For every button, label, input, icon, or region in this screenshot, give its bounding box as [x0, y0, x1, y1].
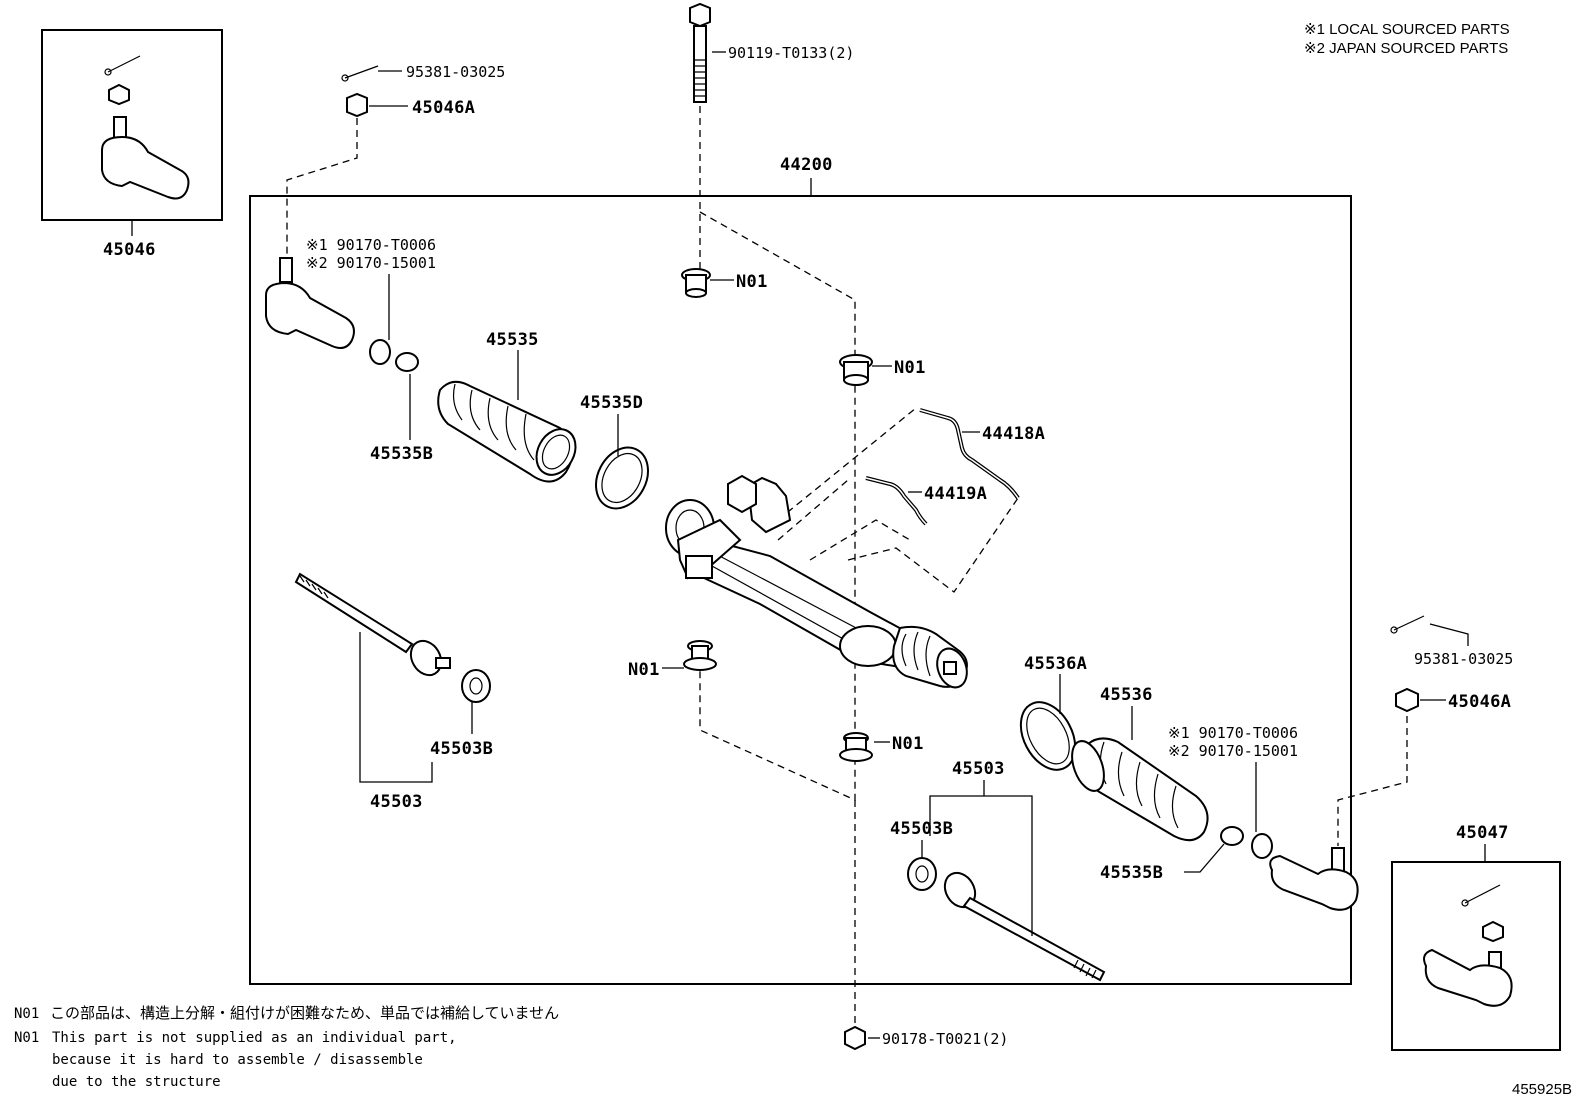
- nut-left-icon: [346, 92, 368, 118]
- footnote-jp: この部品は、構造上分解・組付けが困難なため、単品では補給していません: [50, 1005, 559, 1022]
- label-90119-T0133: 90119-T0133(2): [728, 44, 854, 62]
- label-44419A: 44419A: [924, 484, 987, 504]
- footnote-en-line1: This part is not supplied as an individu…: [52, 1030, 457, 1046]
- n01-lower-left-icon: [683, 640, 717, 671]
- label-bolt-left-local: ※1 90170-T0006: [306, 236, 436, 254]
- footnote-en-line3: due to the structure: [52, 1074, 221, 1090]
- tie-rod-end-left-kit: [41, 29, 223, 221]
- label-45535B-left: 45535B: [370, 444, 433, 464]
- bolt-bottom-icon: [844, 1025, 866, 1051]
- castle-nut-icon: [1482, 920, 1504, 943]
- footnote-en-line2: because it is hard to assemble / disasse…: [52, 1052, 423, 1068]
- cotter-pin-icon: [107, 55, 141, 73]
- cotter-pin-left-icon: [344, 65, 379, 79]
- label-45535B-right: 45535B: [1100, 863, 1163, 883]
- label-45535D: 45535D: [580, 393, 643, 413]
- label-45046A-left: 45046A: [412, 98, 475, 118]
- bolt-top: [689, 2, 711, 103]
- tie-rod-end-right-kit: [1391, 861, 1561, 1051]
- tie-rod-end-icon: [101, 135, 190, 200]
- label-45536: 45536: [1100, 685, 1153, 705]
- label-bolt-right-japan: ※2 90170-15001: [1168, 742, 1298, 760]
- cotter-pin-right-icon: [1393, 615, 1425, 631]
- label-90178-T0021: 90178-T0021(2): [882, 1030, 1008, 1048]
- tube-44419A-icon: [865, 476, 928, 526]
- cotter-pin-icon: [1464, 884, 1501, 904]
- label-bolt-left-japan: ※2 90170-15001: [306, 254, 436, 272]
- label-n01-upper-right: N01: [894, 358, 926, 378]
- bushing-right-icon: [1251, 833, 1273, 859]
- clip-left-icon: [395, 352, 419, 372]
- label-45046: 45046: [103, 240, 156, 260]
- label-44418A: 44418A: [982, 424, 1045, 444]
- label-bolt-right-local: ※1 90170-T0006: [1168, 724, 1298, 742]
- clamp-right-icon: [1019, 701, 1077, 771]
- note-local-sourced: ※1 LOCAL SOURCED PARTS: [1304, 21, 1510, 38]
- label-45536A: 45536A: [1024, 654, 1087, 674]
- clamp-left-icon: [595, 446, 649, 510]
- washer-right-icon: [907, 857, 937, 891]
- rack-end-right: [943, 871, 1106, 982]
- nut-right-icon: [1395, 687, 1419, 713]
- label-n01-upper-left: N01: [736, 272, 768, 292]
- label-45046A-right: 45046A: [1448, 692, 1511, 712]
- label-n01-lower-left: N01: [628, 660, 660, 680]
- rack-end-left: [294, 572, 451, 677]
- steering-rack-housing: [665, 474, 968, 689]
- diagram-id: 455925B: [1512, 1081, 1572, 1098]
- boot-right: [1071, 737, 1209, 842]
- tie-rod-end-icon: [1423, 948, 1513, 1007]
- bushing-left-icon: [369, 339, 391, 365]
- castle-nut-icon: [108, 83, 130, 106]
- label-45047: 45047: [1456, 823, 1509, 843]
- label-45503B-right: 45503B: [890, 819, 953, 839]
- clip-right-icon: [1220, 826, 1244, 846]
- assembly-frame: [249, 195, 1352, 985]
- n01-lower-right-icon: [839, 732, 873, 762]
- label-95381-03025-right: 95381-03025: [1414, 650, 1513, 668]
- label-45503-left: 45503: [370, 792, 423, 812]
- tie-rod-end-right: [1269, 847, 1359, 911]
- label-n01-lower-right: N01: [892, 734, 924, 754]
- n01-upper-right-icon: [839, 354, 873, 386]
- label-95381-03025-left: 95381-03025: [406, 63, 505, 81]
- tie-rod-end-left: [265, 257, 355, 349]
- label-45535: 45535: [486, 330, 539, 350]
- footnote-en-prefix: N01: [14, 1030, 39, 1046]
- label-assembly-44200: 44200: [780, 155, 833, 175]
- washer-left-icon: [461, 669, 491, 703]
- note-japan-sourced: ※2 JAPAN SOURCED PARTS: [1304, 40, 1508, 57]
- boot-left: [437, 380, 577, 483]
- n01-upper-left-icon: [681, 268, 711, 298]
- label-45503B-left: 45503B: [430, 739, 493, 759]
- label-45503-right: 45503: [952, 759, 1005, 779]
- footnote-jp-prefix: N01: [14, 1006, 39, 1022]
